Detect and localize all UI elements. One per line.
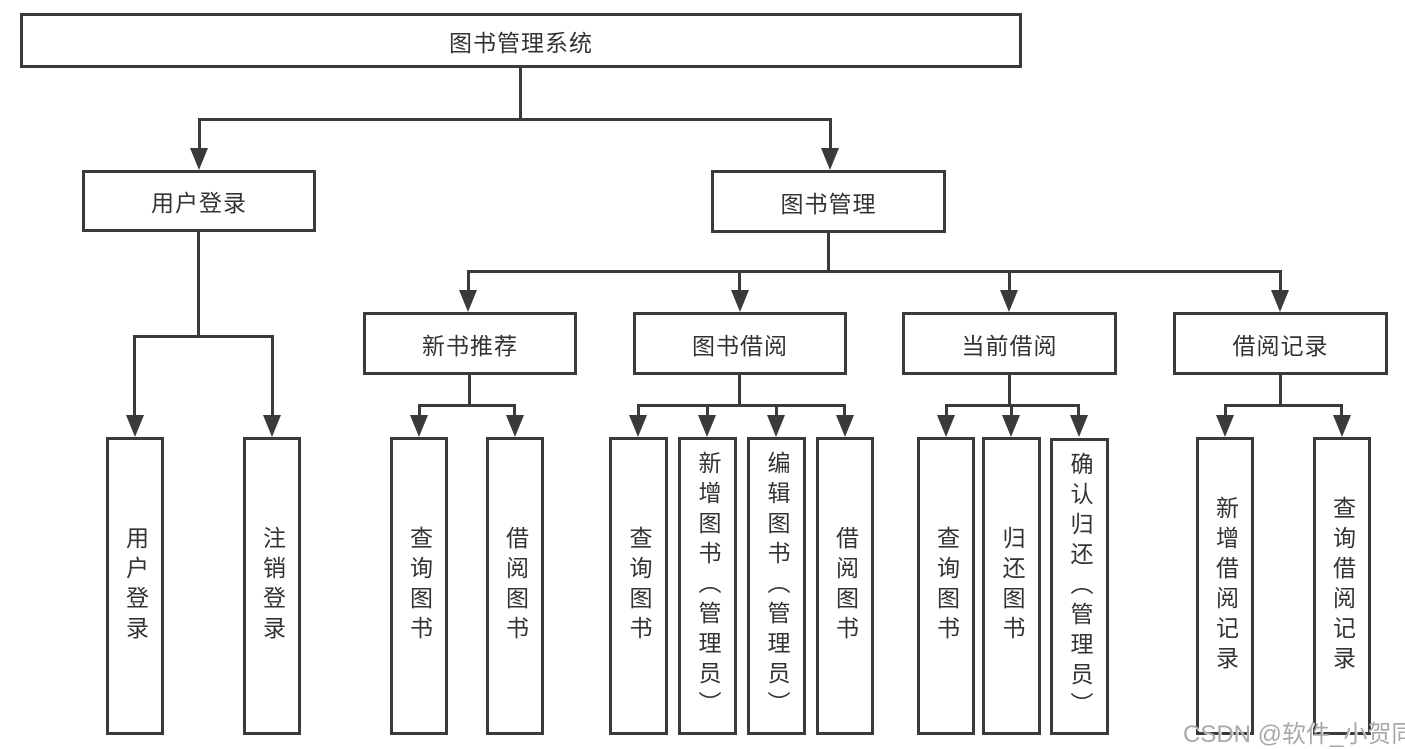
connector-line — [827, 231, 830, 272]
node-current-borrow: 当前借阅 — [902, 312, 1117, 375]
connector-line — [467, 270, 1282, 273]
connector-line — [1008, 374, 1011, 406]
node-new-book-recommend: 新书推荐 — [363, 312, 577, 375]
arrow-down-icon — [698, 415, 716, 437]
leaf-label: 借阅图书 — [832, 526, 859, 646]
leaf-borrow-books-1: 借阅图书 — [486, 437, 544, 735]
node-book-management: 图书管理 — [711, 170, 946, 233]
connector-line — [829, 118, 832, 152]
connector-line — [1008, 270, 1011, 294]
leaf-query-books-3: 查询图书 — [917, 437, 975, 735]
connector-line — [468, 374, 471, 406]
arrow-down-icon — [821, 148, 839, 170]
leaf-label: 查询借阅记录 — [1329, 496, 1356, 676]
connector-line — [738, 270, 741, 294]
connector-line — [843, 404, 846, 418]
node-label: 当前借阅 — [961, 332, 1058, 359]
leaf-label: 查询图书 — [626, 526, 652, 646]
leaf-label: 确认归还（管理员） — [1067, 451, 1093, 722]
connector-line — [467, 270, 470, 294]
node-label: 图书管理 — [780, 190, 877, 217]
connector-line — [706, 404, 709, 418]
connector-line — [945, 404, 948, 418]
connector-line — [133, 335, 274, 338]
connector-line — [418, 404, 421, 418]
leaf-label: 查询图书 — [406, 526, 433, 646]
connector-line — [418, 404, 516, 407]
arrow-down-icon — [1000, 290, 1018, 312]
arrow-down-icon — [1070, 415, 1088, 437]
leaf-query-books-1: 查询图书 — [390, 437, 448, 735]
leaf-label: 归还图书 — [999, 526, 1025, 646]
connector-line — [271, 335, 274, 419]
node-borrow-records: 借阅记录 — [1173, 312, 1388, 375]
node-label: 用户登录 — [151, 190, 247, 216]
leaf-query-books-2: 查询图书 — [609, 437, 668, 735]
arrow-down-icon — [459, 290, 477, 312]
connector-line — [637, 404, 640, 418]
connector-line — [1077, 404, 1080, 418]
arrow-down-icon — [1271, 290, 1289, 312]
connector-line — [1010, 404, 1013, 418]
connector-line — [1224, 404, 1343, 407]
leaf-user-login: 用户登录 — [106, 437, 164, 735]
node-label: 新书推荐 — [422, 332, 518, 359]
connector-line — [133, 335, 136, 419]
arrow-down-icon — [506, 415, 524, 437]
leaf-confirm-return-admin: 确认归还（管理员） — [1050, 438, 1109, 735]
watermark: CSDN @软件_小贺同学 — [1183, 721, 1405, 748]
connector-line — [513, 404, 516, 418]
arrow-down-icon — [731, 290, 749, 312]
leaf-borrow-books-2: 借阅图书 — [816, 437, 874, 735]
arrow-down-icon — [263, 415, 281, 437]
connector-line — [198, 118, 201, 152]
node-label: 图书管理系统 — [449, 29, 593, 56]
connector-line — [1224, 404, 1227, 418]
connector-line — [519, 68, 522, 120]
node-book-borrow: 图书借阅 — [633, 312, 847, 375]
node-label: 图书借阅 — [692, 332, 788, 359]
arrow-down-icon — [126, 415, 144, 437]
arrow-down-icon — [190, 148, 208, 170]
leaf-label: 借阅图书 — [502, 526, 529, 646]
arrow-down-icon — [629, 415, 647, 437]
leaf-label: 编辑图书（管理员） — [764, 451, 790, 721]
leaf-logout-login: 注销登录 — [243, 437, 301, 735]
node-library-management-system: 图书管理系统 — [20, 13, 1022, 68]
arrow-down-icon — [1216, 415, 1234, 437]
leaf-label: 新增图书（管理员） — [695, 451, 721, 721]
arrow-down-icon — [1002, 415, 1020, 437]
leaf-return-books: 归还图书 — [982, 437, 1041, 735]
node-label: 借阅记录 — [1232, 332, 1329, 359]
connector-line — [198, 118, 832, 121]
leaf-edit-books-admin: 编辑图书（管理员） — [747, 437, 806, 735]
arrow-down-icon — [767, 415, 785, 437]
leaf-label: 用户登录 — [122, 526, 149, 646]
node-user-login: 用户登录 — [82, 170, 316, 232]
arrow-down-icon — [836, 415, 854, 437]
leaf-label: 新增借阅记录 — [1212, 496, 1239, 676]
connector-line — [1340, 404, 1343, 418]
connector-line — [1279, 374, 1282, 406]
connector-line — [637, 404, 846, 407]
arrow-down-icon — [410, 415, 428, 437]
leaf-add-borrow-record: 新增借阅记录 — [1196, 437, 1254, 735]
connector-line — [197, 231, 200, 337]
leaf-add-books-admin: 新增图书（管理员） — [678, 437, 737, 735]
leaf-query-borrow-record: 查询借阅记录 — [1313, 437, 1371, 735]
connector-line — [1279, 270, 1282, 294]
connector-line — [775, 404, 778, 418]
leaf-label: 注销登录 — [259, 526, 286, 646]
connector-line — [738, 374, 741, 406]
leaf-label: 查询图书 — [933, 526, 960, 646]
arrow-down-icon — [1333, 415, 1351, 437]
arrow-down-icon — [937, 415, 955, 437]
